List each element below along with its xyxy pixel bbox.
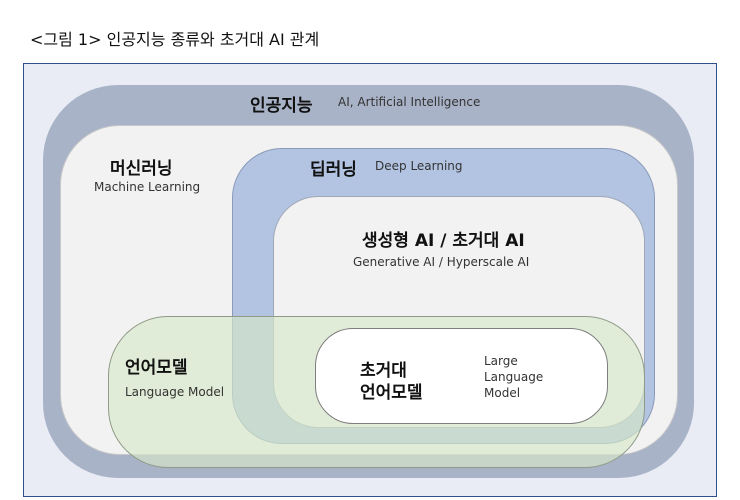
llm-label-en-2: Language [484, 370, 544, 384]
figure-caption: <그림 1> 인공지능 종류와 초거대 AI 관계 [30, 30, 320, 49]
ai-label-ko: 인공지능 [250, 96, 313, 116]
llm-label-en-3: Model [484, 386, 521, 400]
ml-label-en: Machine Learning [94, 180, 201, 194]
gen-label-en: Generative AI / Hyperscale AI [353, 255, 530, 269]
lm-label-en: Language Model [125, 385, 225, 399]
llm-label-ko-2: 언어모델 [360, 383, 423, 403]
ml-label-ko: 머신러닝 [110, 159, 173, 179]
dl-label-ko: 딥러닝 [310, 160, 357, 180]
llm-label-ko-1: 초거대 [360, 361, 407, 381]
gen-label-ko: 생성형 AI / 초거대 AI [362, 231, 525, 251]
llm-region [315, 328, 608, 424]
dl-label-en: Deep Learning [375, 159, 463, 173]
lm-label-ko: 언어모델 [125, 358, 188, 378]
ai-label-en: AI, Artificial Intelligence [338, 95, 481, 109]
llm-label-en-1: Large [484, 354, 518, 368]
